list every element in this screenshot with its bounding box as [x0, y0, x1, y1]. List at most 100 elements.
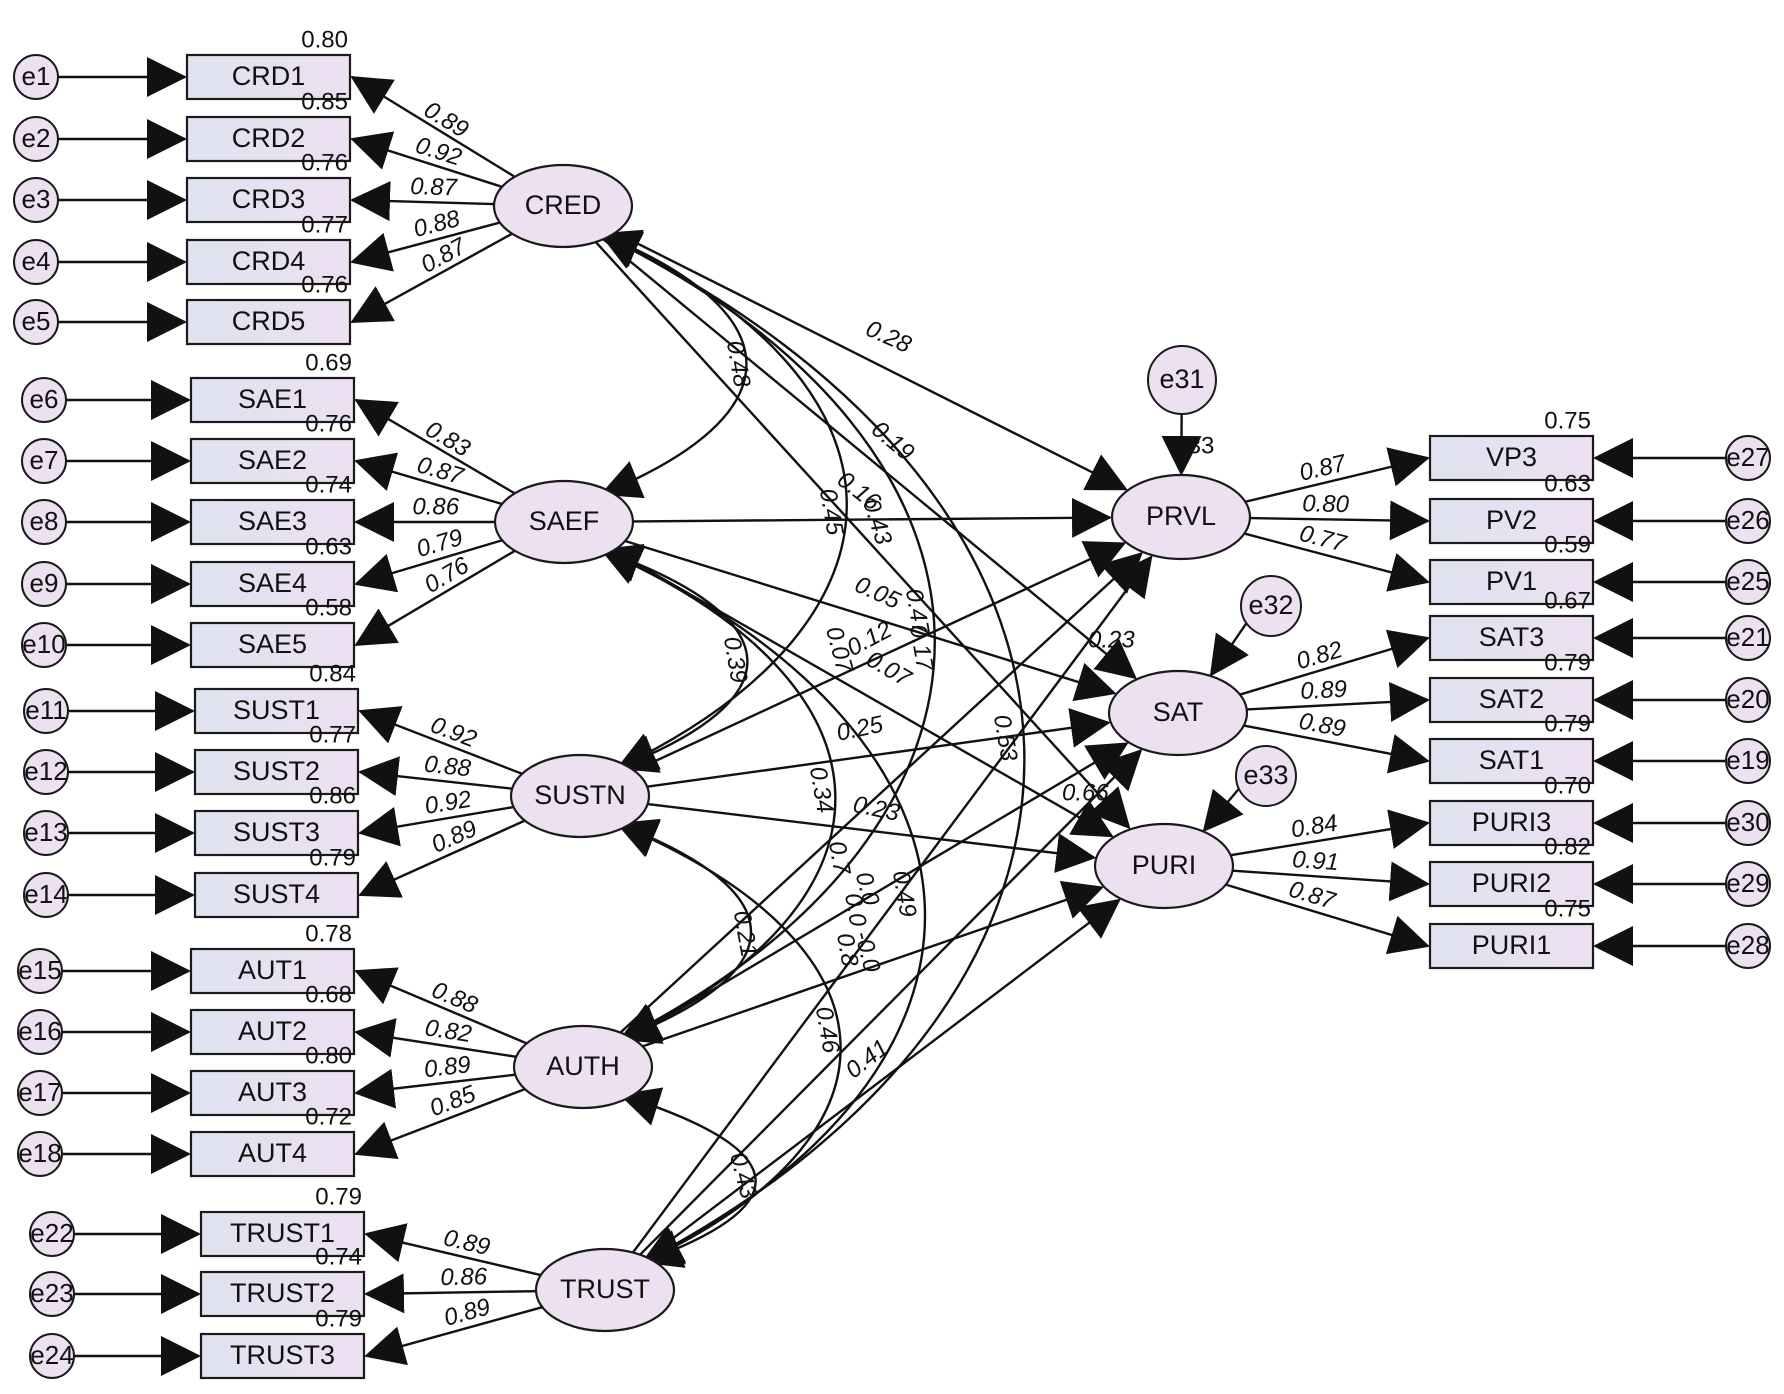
r2-crd4: 0.77: [301, 211, 348, 238]
path-saef-prvl: [632, 497, 1113, 538]
error-e17: [17, 1070, 63, 1116]
indicator-label-trust1: TRUST1: [230, 1218, 335, 1248]
latent-label-saef: SAEF: [529, 506, 600, 536]
cov-arc-saef-trust: [600, 547, 927, 1264]
loading-auth-aut3: [354, 1068, 516, 1109]
loading-sustn-sust1: [358, 706, 523, 775]
error-label-e7: e7: [30, 445, 59, 475]
nodes-layer: CRD1e1CRD2e2CRD3e3CRD4e4CRD5e5SAE1e6SAE2…: [13, 53, 1771, 1380]
path-value-cred-prvl: 0.28: [862, 315, 916, 359]
indicator-crd2: [185, 115, 352, 163]
r2-crd2: 0.85: [301, 88, 348, 115]
error-e27: [1725, 435, 1771, 481]
r2-puri: 0.66: [1062, 779, 1109, 806]
indicator-trust1: [199, 1210, 366, 1258]
indicator-label-sust4: SUST4: [233, 879, 320, 909]
loading-sustn-sust4: [358, 819, 526, 898]
path-auth-sat: [631, 742, 1129, 1040]
disturbance-e32: [1240, 575, 1302, 637]
error-e25: [1725, 559, 1771, 605]
indicator-label-crd5: CRD5: [232, 306, 306, 336]
error-e3: [13, 177, 59, 223]
indicator-sae5: [189, 621, 356, 669]
indicator-label-sust3: SUST3: [233, 817, 320, 847]
error-label-e8: e8: [30, 506, 59, 536]
indicator-pv2: [1428, 497, 1595, 545]
loading-trust-trust1: [364, 1223, 542, 1277]
cov-arc-saef-auth: [600, 547, 837, 1041]
indicator-label-aut1: AUT1: [238, 955, 307, 985]
loading-value-vp3: 0.87: [1297, 449, 1350, 486]
arrow-e32-sat: [1209, 622, 1249, 677]
latent-saef: [493, 479, 635, 565]
indicator-label-sat1: SAT1: [1479, 745, 1545, 775]
paths-layer: [58, 57, 1726, 1376]
indicator-sust4: [193, 871, 360, 919]
r2-trust2: 0.74: [315, 1243, 362, 1270]
loading-value-aut3: 0.89: [423, 1051, 472, 1083]
latent-cred: [492, 163, 634, 249]
loading-value-puri1: 0.87: [1286, 876, 1340, 916]
error-e21: [1725, 615, 1771, 661]
indicator-label-pv1: PV1: [1486, 566, 1537, 596]
indicator-sust3: [193, 809, 360, 857]
error-label-e13: e13: [24, 817, 67, 847]
loading-sustn-sust3: [358, 805, 514, 847]
path-trust-prvl: [631, 555, 1153, 1254]
loading-saef-sae5: [354, 549, 516, 647]
error-label-e14: e14: [24, 879, 67, 909]
indicator-label-crd1: CRD1: [232, 61, 306, 91]
loading-sat-sat3: [1239, 629, 1430, 696]
error-label-e16: e16: [18, 1016, 61, 1046]
r2-sust4: 0.79: [309, 844, 356, 871]
latent-auth: [512, 1024, 654, 1110]
disturbance-label-e33: e33: [1243, 760, 1288, 790]
r2-puri1: 0.75: [1544, 895, 1591, 922]
loading-value-sat2: 0.89: [1300, 676, 1348, 705]
loading-puri-puri3: [1230, 809, 1430, 857]
path-sustn-sat: [647, 708, 1111, 788]
arrow-e33-puri: [1202, 788, 1244, 833]
r2-trust1: 0.79: [315, 1183, 362, 1210]
error-e23: [29, 1271, 75, 1317]
loading-auth-aut4: [354, 1087, 526, 1160]
path-auth-prvl: [619, 552, 1143, 1034]
indicator-label-vp3: VP3: [1486, 442, 1537, 472]
loading-saef-sae2: [354, 452, 503, 506]
indicator-label-sae1: SAE1: [238, 384, 307, 414]
error-label-e5: e5: [22, 306, 51, 336]
indicator-label-aut2: AUT2: [238, 1016, 307, 1046]
r2-sat1: 0.79: [1544, 710, 1591, 737]
path-cred-sat: [602, 238, 1138, 680]
loading-value-pv1: 0.77: [1297, 520, 1351, 558]
indicator-label-aut4: AUT4: [238, 1138, 307, 1168]
extra-label-2: 0.7: [823, 839, 856, 878]
error-e16: [17, 1009, 63, 1055]
indicator-crd4: [185, 238, 352, 286]
error-label-e2: e2: [22, 123, 51, 153]
r2-aut1: 0.78: [305, 920, 352, 947]
loading-value-sat3: 0.82: [1293, 636, 1345, 675]
disturbance-label-e32: e32: [1248, 590, 1293, 620]
error-label-e22: e22: [30, 1218, 73, 1248]
indicator-sat2: [1428, 676, 1595, 724]
r2-pv2: 0.63: [1544, 470, 1591, 497]
indicator-label-puri1: PURI1: [1472, 930, 1552, 960]
loading-cred-crd4: [350, 221, 501, 272]
error-label-e24: e24: [30, 1340, 73, 1370]
indicator-trust2: [199, 1270, 366, 1318]
error-label-e27: e27: [1726, 442, 1769, 472]
loading-sustn-sust2: [358, 756, 513, 797]
error-label-e15: e15: [18, 955, 61, 985]
error-e19: [1725, 738, 1771, 784]
error-e18: [17, 1131, 63, 1177]
loading-value-sust2: 0.88: [423, 751, 473, 783]
error-e11: [23, 688, 69, 734]
latent-sustn: [509, 753, 651, 839]
indicator-label-crd3: CRD3: [232, 184, 306, 214]
error-e29: [1725, 861, 1771, 907]
loading-puri-puri1: [1225, 883, 1430, 955]
cov-arc-sustn-trust: [616, 820, 842, 1265]
r2-trust3: 0.79: [315, 1305, 362, 1332]
